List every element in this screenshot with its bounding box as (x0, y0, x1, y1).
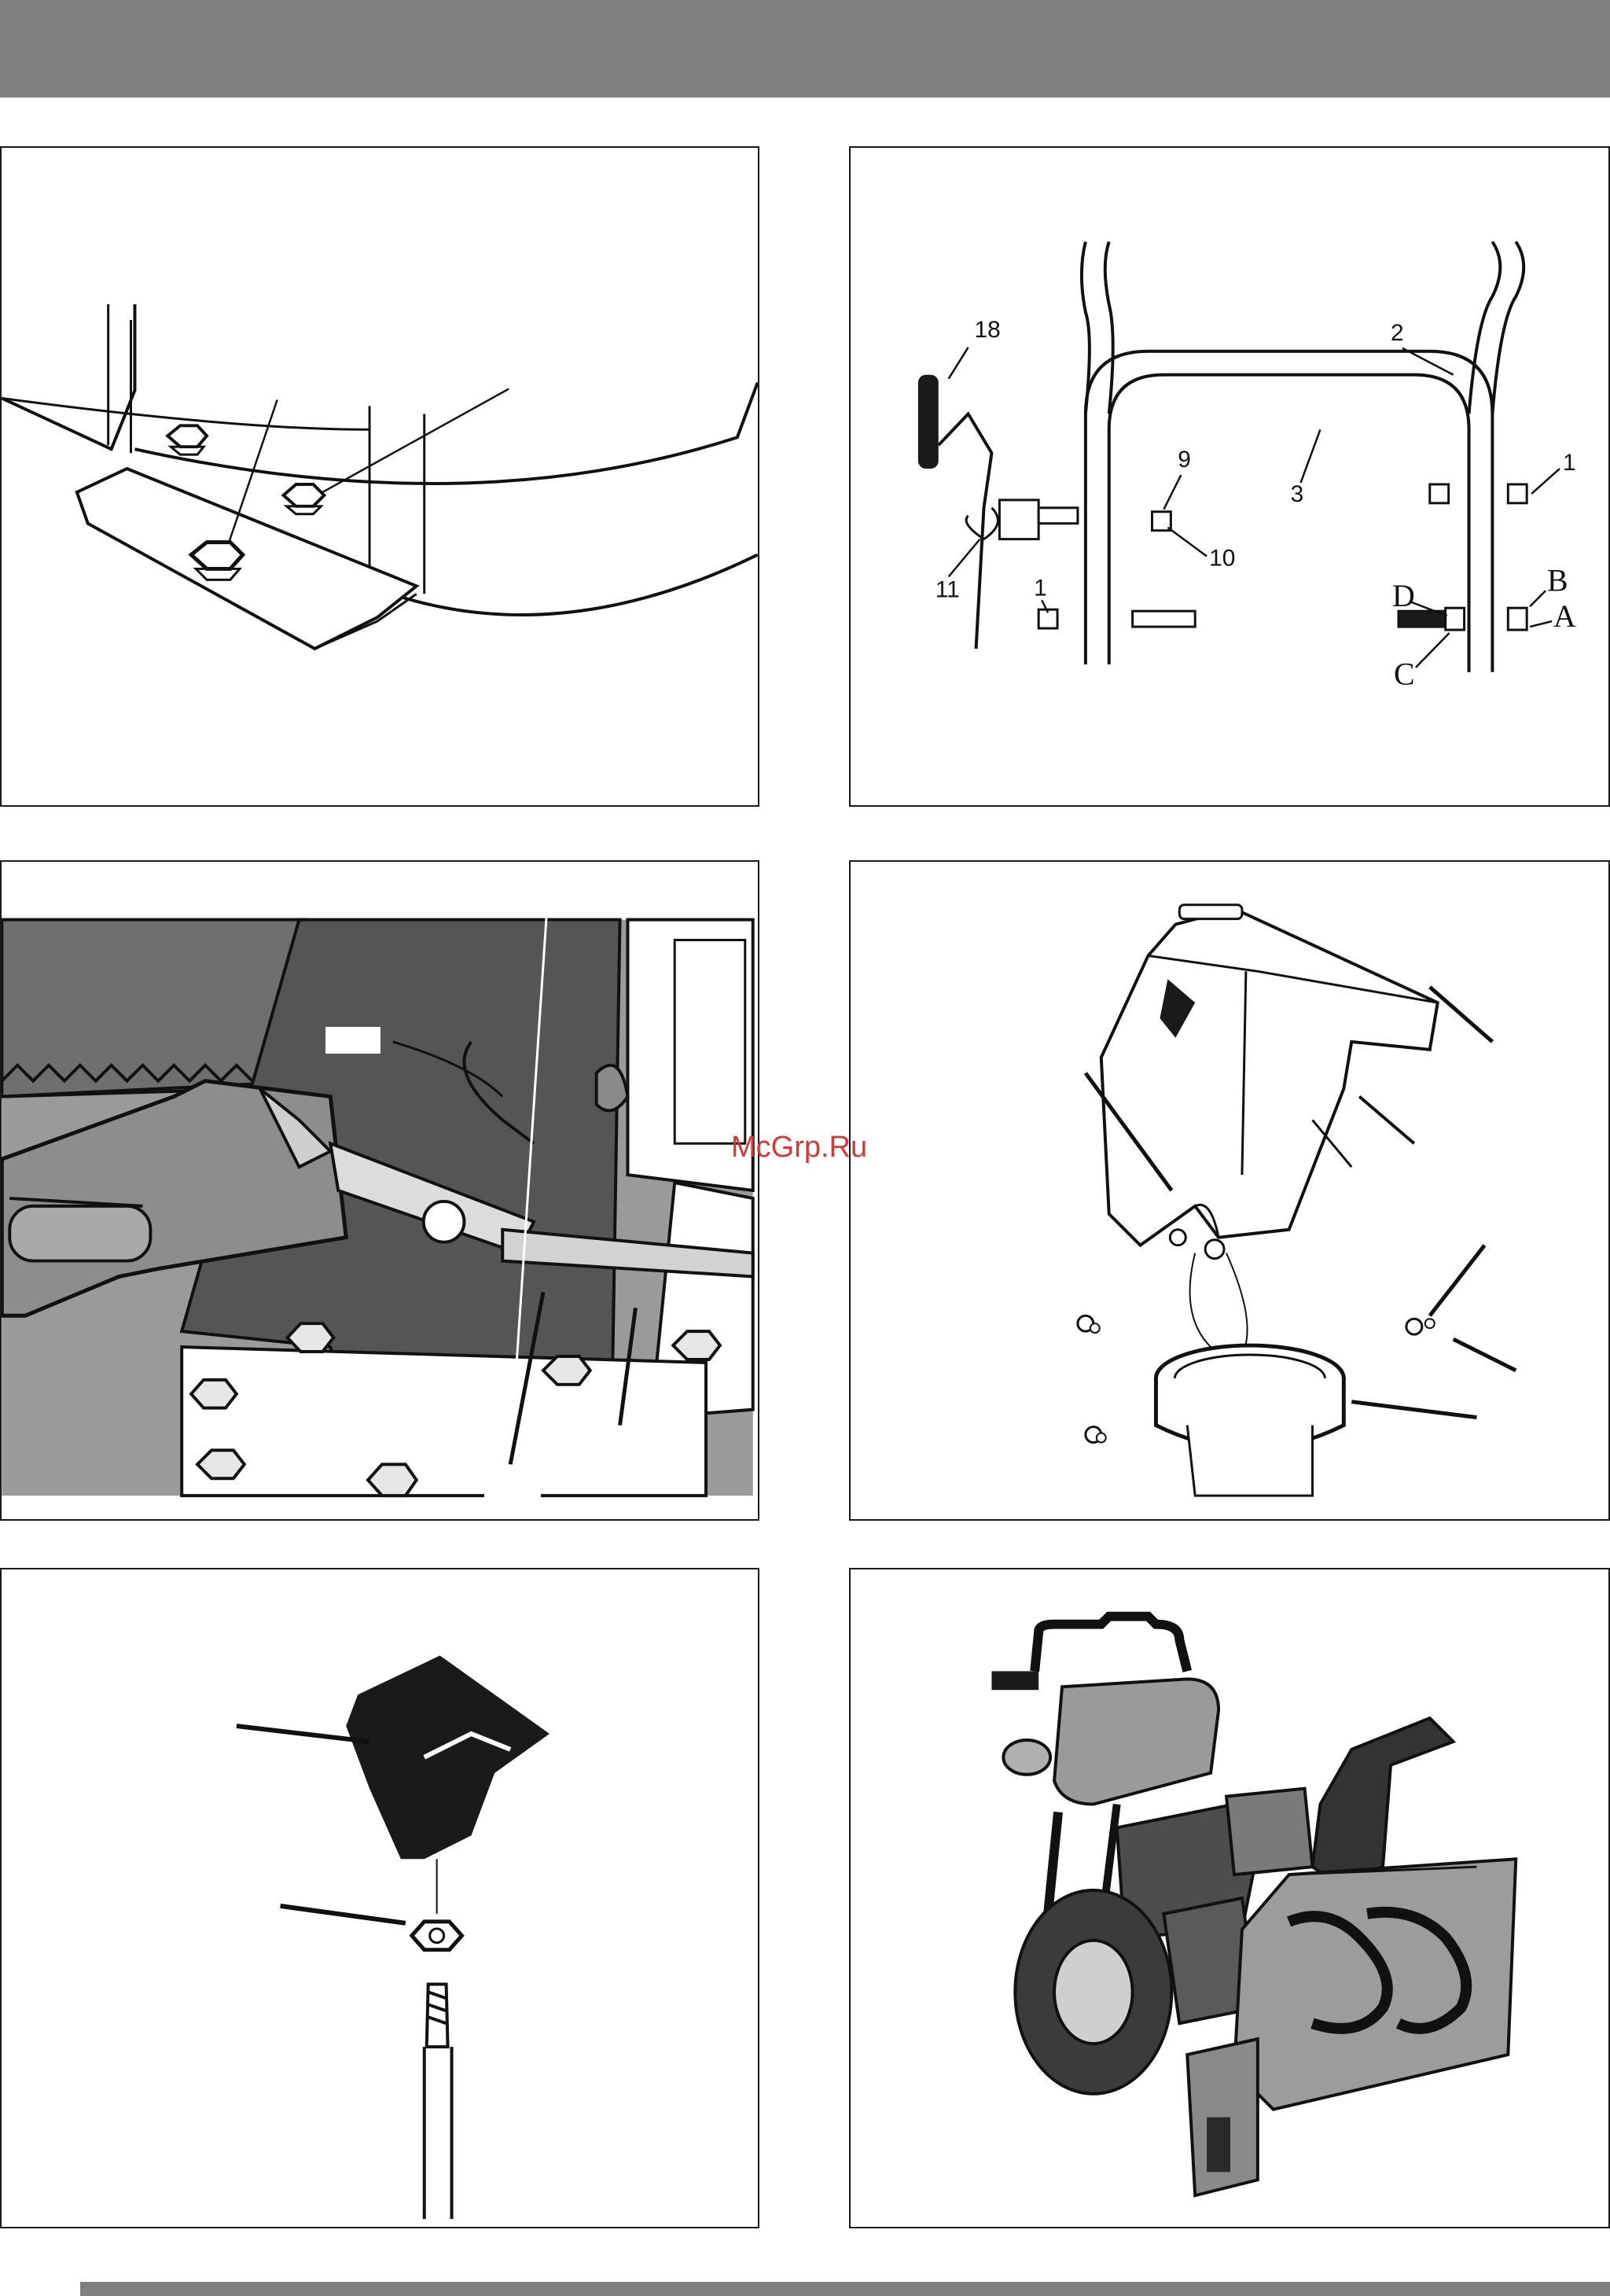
callout-label: 9 (1178, 447, 1191, 473)
snow-blower-drawing (851, 1569, 1608, 2227)
callout-label: 1 (1563, 450, 1576, 476)
discharge-chute-drawing (851, 862, 1608, 1519)
callout-label: 11 (935, 576, 960, 602)
nut-icon (1406, 1319, 1422, 1334)
knob-nut-drawing (2, 1569, 758, 2227)
figure-knob-nut (0, 1568, 759, 2228)
nut-icon (1446, 608, 1465, 630)
callout-label: A (1553, 599, 1576, 634)
knob-icon (346, 1655, 550, 1859)
nut-icon (1508, 484, 1527, 503)
callout-tag (325, 1027, 380, 1054)
callout-tag (594, 1453, 662, 1480)
figure-skid-shoe (0, 146, 759, 807)
figure-discharge-chute (849, 860, 1610, 1521)
nut-icon (1508, 608, 1527, 630)
skid-shoe-icon (1207, 2118, 1230, 2173)
callout-label: D (1392, 579, 1415, 613)
drive-linkage-drawing (2, 862, 758, 1519)
figure-drive-linkage (0, 860, 759, 1521)
discharge-chute-icon (1312, 1718, 1453, 1882)
crank-grip-icon (918, 375, 939, 469)
callout-tag (484, 1472, 541, 1499)
callout-label: 3 (1291, 481, 1304, 507)
footer-bar (80, 2282, 1610, 2296)
callout-label: 18 (975, 317, 1001, 343)
handle-assembly-drawing: 18 2 3 9 1 10 11 1 D B A C (851, 148, 1608, 805)
hex-nut-icon (412, 1922, 462, 1950)
callout-label: 1 (1034, 575, 1047, 601)
hex-bolt-icon (284, 484, 325, 514)
callout-label: 2 (1391, 320, 1404, 346)
headlight-icon (1003, 1740, 1050, 1775)
hex-bolt-icon (191, 1380, 237, 1408)
callout-label: B (1547, 563, 1568, 598)
callout-label: 10 (1209, 545, 1235, 571)
hex-bolt-icon (167, 425, 207, 454)
header-bar (0, 0, 1610, 98)
figure-snow-blower (849, 1568, 1610, 2228)
figure-handle-assembly: 18 2 3 9 1 10 11 1 D B A C (849, 146, 1610, 807)
callout-label: C (1394, 657, 1415, 692)
nut-icon (1430, 484, 1449, 503)
watermark-text: McGrp.Ru (731, 1131, 867, 1165)
skid-shoe-drawing (2, 148, 758, 805)
